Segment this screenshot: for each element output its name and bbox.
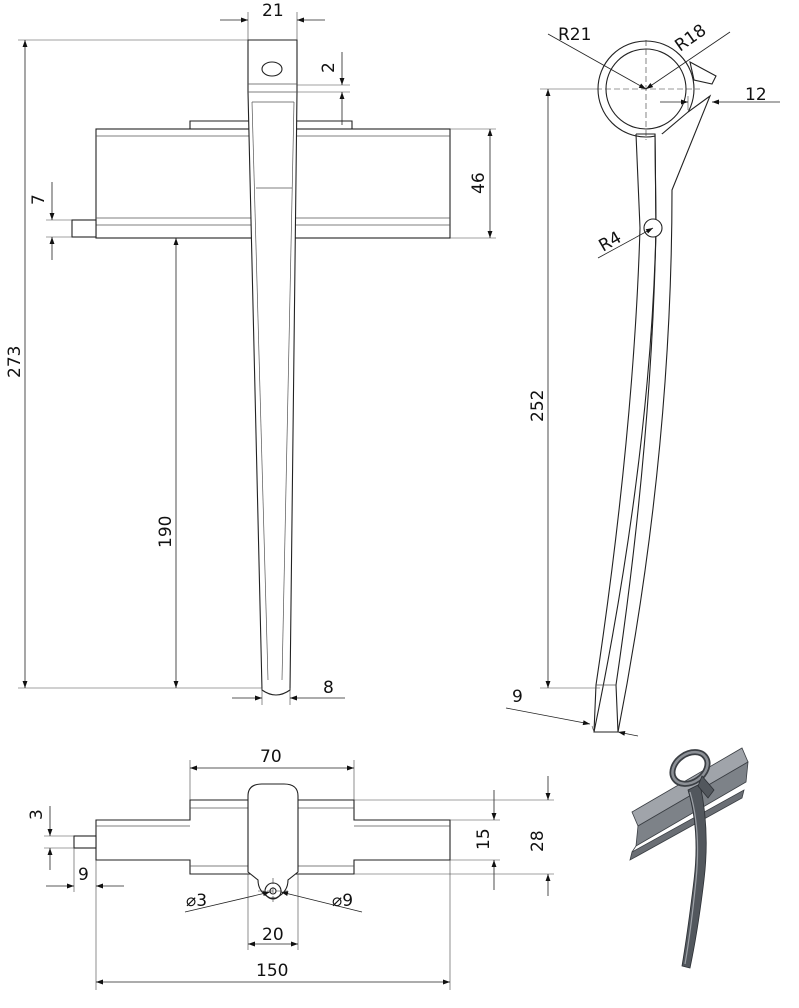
label-side-r-inner: R18 (671, 21, 710, 57)
dim-top-hole-small: ⌀3 (184, 891, 271, 913)
dim-top-total-width: 150 (96, 860, 451, 990)
front-view: 21 2 46 7 (5, 1, 496, 705)
label-top-outer-height: 28 (528, 830, 548, 852)
label-side-tip: 9 (512, 687, 523, 707)
label-front-total-height: 273 (5, 346, 25, 378)
label-side-offset: 12 (745, 85, 767, 105)
dim-top-inner-height: 15 (450, 790, 500, 890)
dim-side-r-outer: R21 (547, 25, 647, 90)
dim-top-outer-height: 28 (354, 776, 554, 896)
side-clip (593, 40, 717, 733)
top-view: 70 3 9 15 (27, 747, 554, 990)
dim-front-top-width: 21 (220, 1, 325, 40)
dim-side-r-hole: R4 (596, 227, 654, 259)
dim-side-offset: 12 (660, 85, 780, 110)
label-top-neck-width: 20 (262, 925, 284, 945)
label-front-rail-to-tip: 190 (156, 516, 176, 548)
dim-front-rail-to-tip: 190 (156, 238, 179, 688)
label-top-hole-small: ⌀3 (186, 891, 207, 911)
dim-top-neck-width: 20 (247, 874, 299, 950)
label-front-tip: 8 (323, 678, 334, 698)
label-top-total-width: 150 (256, 961, 288, 981)
front-arm (247, 39, 298, 696)
label-top-left-offset: 9 (78, 865, 89, 885)
dim-top-hole-large: ⌀9 (280, 891, 363, 913)
label-side-length: 252 (528, 390, 548, 422)
label-top-mid-width: 70 (260, 747, 282, 767)
dim-side-tip: 9 (505, 687, 639, 737)
label-top-hole-large: ⌀9 (332, 891, 353, 911)
label-top-rail: 3 (27, 809, 47, 820)
label-front-top-width: 21 (262, 1, 284, 21)
label-front-body-height: 46 (469, 172, 489, 194)
label-top-inner-height: 15 (474, 828, 494, 850)
dim-front-step: 2 (297, 52, 350, 125)
label-front-rail: 7 (29, 194, 49, 205)
dim-top-mid-width: 70 (189, 747, 355, 800)
label-front-step: 2 (319, 62, 339, 73)
dim-side-length: 252 (528, 88, 600, 689)
dim-front-tip: 8 (232, 678, 345, 705)
isometric-view (629, 747, 749, 969)
label-side-r-hole: R4 (596, 228, 626, 257)
dim-top-rail: 3 (27, 806, 74, 870)
side-view: R21 R18 12 R4 252 (505, 21, 780, 737)
dim-top-left-offset: 9 (46, 848, 124, 990)
label-side-r-outer: R21 (558, 25, 591, 45)
dim-front-body-height: 46 (450, 128, 496, 239)
top-body (73, 783, 451, 904)
dim-front-rail: 7 (29, 182, 72, 260)
dim-front-total-height: 273 (5, 39, 262, 689)
